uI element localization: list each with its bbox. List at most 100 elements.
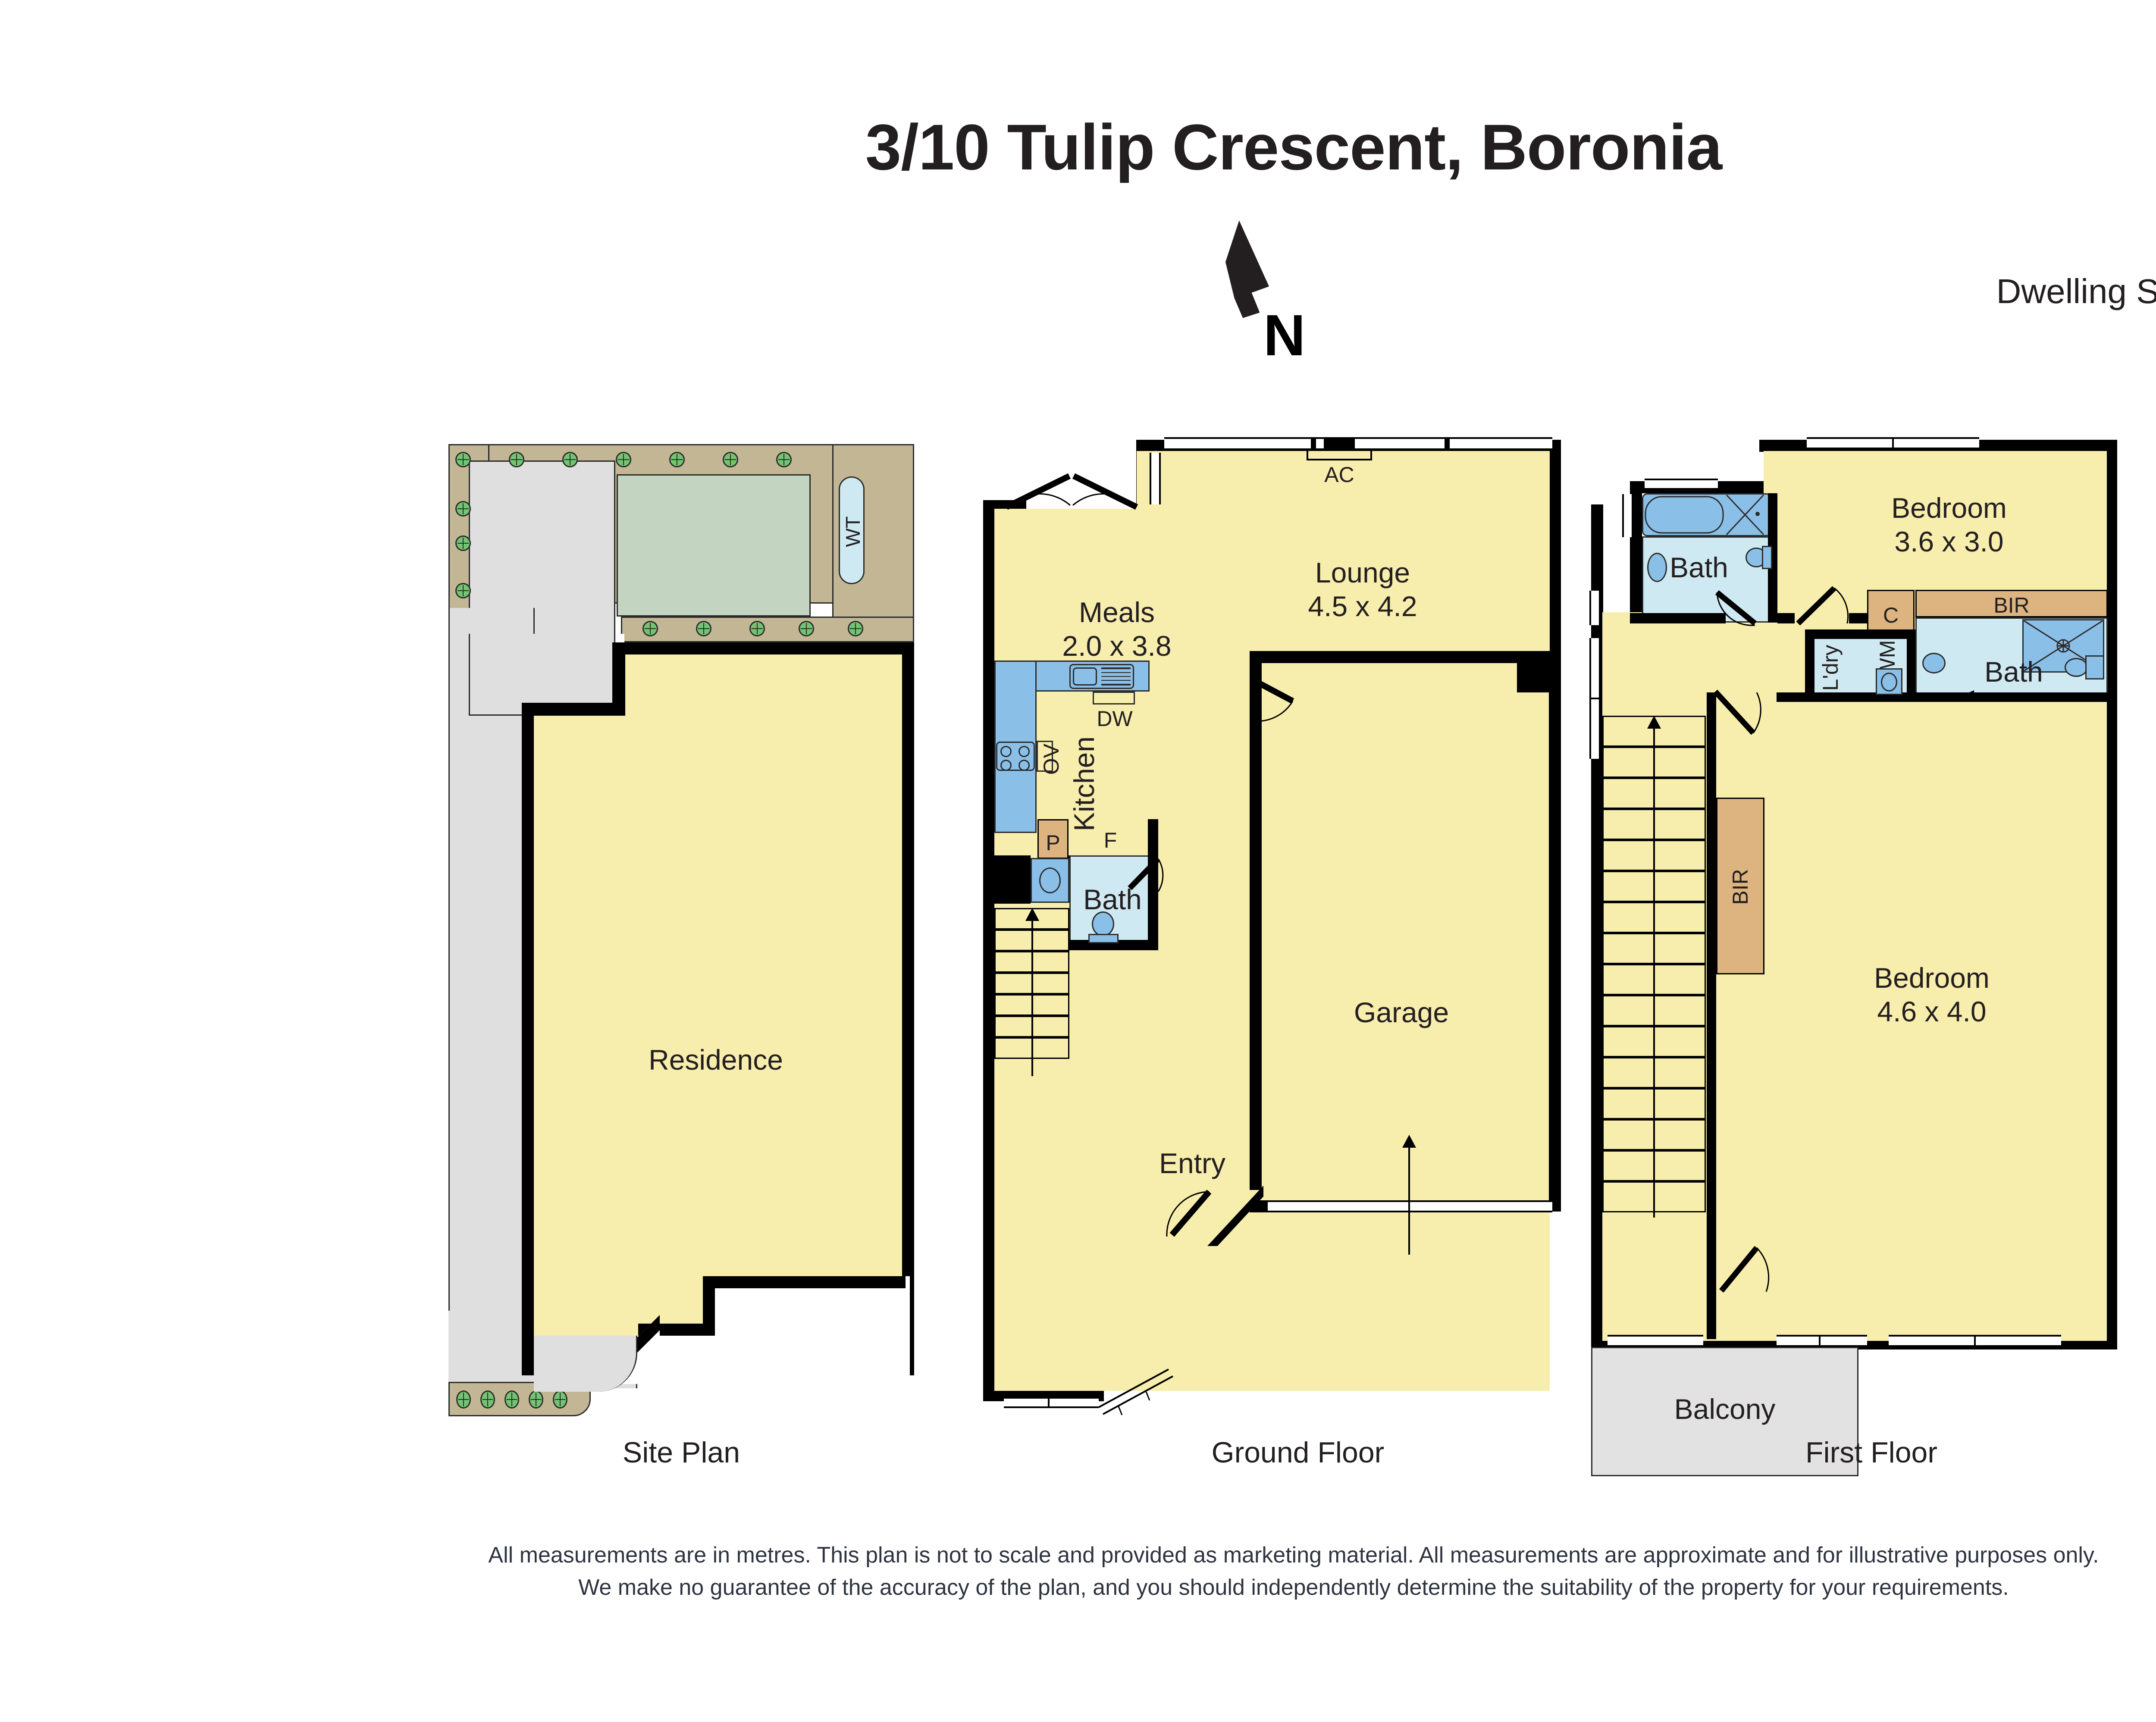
fridge-wall xyxy=(1148,819,1158,861)
ground-floor-caption: Ground Floor xyxy=(1211,1436,1385,1469)
gf-window-mullion xyxy=(1311,437,1316,450)
shrub-icon xyxy=(696,621,711,636)
dishwasher-label: DW xyxy=(1097,707,1133,731)
bathtub-detail xyxy=(1645,494,1764,535)
ff-bath1-wall-bottom xyxy=(1630,613,1726,623)
dishwasher-icon xyxy=(1093,692,1135,704)
shrub-icon xyxy=(529,1390,543,1409)
residence-fill xyxy=(534,654,902,1363)
ff-laundry-wall-top xyxy=(1805,629,1916,639)
garage-door xyxy=(1268,1200,1552,1212)
ff-window-bedroom2a xyxy=(1777,1335,1867,1347)
shrub-icon xyxy=(553,1390,567,1409)
garage-wall-right xyxy=(1549,651,1561,1212)
first-floor-plan: Bedroom 3.6 x 3.0 Bath C BIR xyxy=(1589,437,2126,1476)
entry-window-angled xyxy=(1096,1366,1174,1415)
ff-bedroom2-door2 xyxy=(1716,1246,1772,1298)
disclaimer-line-1: All measurements are in metres. This pla… xyxy=(488,1543,2099,1568)
kitchen-sink-basin xyxy=(1073,667,1097,686)
oven-icon xyxy=(1037,741,1053,772)
ff-window-mullion xyxy=(1974,1335,1976,1347)
balcony-label: Balcony xyxy=(1674,1393,1776,1425)
balcony-area xyxy=(1591,1347,1858,1476)
garage-wall-top xyxy=(1250,651,1551,663)
laundry-label: L'dry xyxy=(1818,645,1843,691)
pantry-label: P xyxy=(1046,831,1060,855)
ff-bedroom1-door xyxy=(1794,586,1850,629)
ff-bath1-toilet-icon xyxy=(1647,553,1667,582)
water-tank-label: WT xyxy=(842,516,864,547)
entry-door xyxy=(1164,1190,1216,1242)
gf-ac-bracket xyxy=(1307,450,1372,460)
garage-arrow-head xyxy=(1402,1135,1416,1148)
ff-laundry-wall-left xyxy=(1805,629,1814,695)
ff-bath2-label: Bath xyxy=(1984,656,2043,688)
ff-bath1-door xyxy=(1703,590,1759,629)
ff-window-mullion xyxy=(1819,1335,1821,1347)
ff-bedroom2-door xyxy=(1713,689,1770,739)
gf-toilet-icon xyxy=(1092,911,1114,936)
shrub-icon xyxy=(669,452,685,467)
page-title: 3/10 Tulip Crescent, Boronia xyxy=(865,111,1722,183)
shrub-icon xyxy=(509,452,524,467)
residence-wall-notch xyxy=(522,703,625,716)
shrub-icon xyxy=(455,501,471,517)
site-plan: WT Residence xyxy=(448,444,931,1416)
gf-wall-left xyxy=(983,500,995,1401)
entry-label: Entry xyxy=(1159,1147,1226,1179)
site-plan-caption: Site Plan xyxy=(622,1436,740,1469)
ff-bath2-basin-icon xyxy=(2065,658,2088,677)
paving-curve xyxy=(534,1336,637,1392)
bedroom2-label: Bedroom xyxy=(1874,962,1990,994)
ff-bath2-toilet-icon xyxy=(1922,653,1946,673)
shrub-icon xyxy=(642,621,658,636)
shrub-icon xyxy=(749,621,765,636)
gf-window-meals xyxy=(1150,453,1161,504)
bedroom1-dimension: 3.6 x 3.0 xyxy=(1894,526,2004,557)
ff-window-stairs xyxy=(1608,1335,1703,1347)
gf-bath-label: Bath xyxy=(1083,883,1142,915)
gf-stairs xyxy=(994,908,1069,1080)
gf-toilet-cistern xyxy=(1088,934,1119,943)
ff-bath1-wall-right xyxy=(1768,493,1777,623)
gf-bath-door xyxy=(1125,857,1164,896)
lounge-dimension: 4.5 x 4.2 xyxy=(1308,590,1417,622)
bir2-icon xyxy=(1716,798,1764,974)
shrub-icon xyxy=(848,621,863,636)
lawn-area xyxy=(617,474,811,617)
gf-window-front xyxy=(1004,1397,1099,1408)
garage-internal-door xyxy=(1250,676,1299,725)
residence-label: Residence xyxy=(649,1044,783,1076)
disclaimer-line-2: We make no guarantee of the accuracy of … xyxy=(578,1575,2009,1600)
north-label: N xyxy=(1263,303,1306,368)
bir1-label: BIR xyxy=(1993,593,2030,617)
ff-bath1-label: Bath xyxy=(1670,551,1728,583)
ac-label: AC xyxy=(1324,463,1354,487)
gf-ac-unit xyxy=(1324,439,1355,450)
meals-label: Meals xyxy=(1078,596,1155,628)
ff-bedroom2-wall-left xyxy=(1707,692,1716,1339)
fridge-label: F xyxy=(1103,828,1117,852)
ff-bath1-basin-bench xyxy=(1762,546,1772,569)
ff-window-bath1 xyxy=(1645,479,1718,490)
garage-entry-arrow xyxy=(1408,1138,1410,1255)
residence-wall-step-v xyxy=(703,1276,715,1332)
ff-window-bath1-side xyxy=(1622,494,1633,537)
ff-window-bath1-lower xyxy=(1589,591,1601,625)
gf-wall-right-lower xyxy=(1250,1069,1262,1190)
garage-wall-topright xyxy=(1517,651,1551,692)
bedroom1-label: Bedroom xyxy=(1891,492,2007,524)
shrub-icon xyxy=(723,452,738,467)
disclaimer: All measurements are in metres. This pla… xyxy=(0,1539,2156,1604)
residence-wall-step xyxy=(703,1276,906,1288)
oven-label: OV xyxy=(1039,743,1063,775)
shrub-icon xyxy=(616,452,631,467)
residence-fill-notch xyxy=(625,654,902,719)
gf-window-mullion xyxy=(1048,1397,1050,1408)
ff-window-mullion xyxy=(1589,698,1601,699)
bir2-label: BIR xyxy=(1728,869,1752,905)
bir1-icon xyxy=(1915,590,2108,617)
ff-laundry-wall-right xyxy=(1907,629,1916,695)
gf-floor-right xyxy=(1242,451,1550,1391)
shrub-icon xyxy=(505,1390,519,1409)
